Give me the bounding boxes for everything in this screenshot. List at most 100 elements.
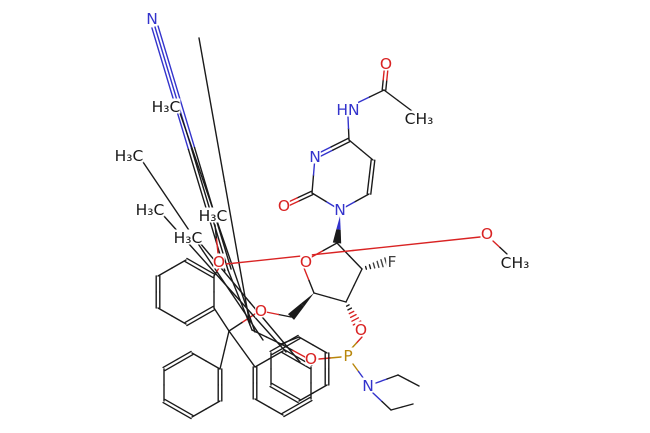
bond-line: [353, 193, 370, 203]
bond-line: [178, 406, 194, 417]
bond-line: [184, 260, 200, 271]
bond-line: [382, 69, 385, 81]
bond-line: [157, 267, 173, 277]
bond-line: [345, 284, 355, 303]
bond-line: [215, 238, 219, 254]
atom-label: O: [305, 350, 317, 368]
atom-label: CH₃: [405, 110, 434, 128]
atom-label-bg: [305, 350, 317, 366]
wedge-bond: [300, 293, 314, 307]
atom-label: N: [334, 201, 346, 219]
atom-label: P: [343, 347, 352, 365]
atom-label: N: [309, 148, 321, 166]
bond-line: [162, 358, 178, 369]
atom-label-bg: [334, 201, 346, 217]
bond-line: [383, 89, 399, 102]
bond-line: [179, 112, 219, 224]
bond-line: [348, 139, 362, 151]
atom-label: O: [481, 225, 493, 243]
bond-line: [292, 349, 306, 358]
bond-line: [227, 269, 241, 301]
bond-line: [311, 174, 315, 194]
bond-line: [298, 193, 314, 202]
bond-line: [336, 242, 351, 257]
atom-label: O: [380, 55, 392, 73]
atom-label: O: [355, 321, 367, 339]
bond-line: [198, 305, 214, 316]
hash-bond: [348, 310, 355, 315]
bond-line: [186, 316, 202, 327]
bond-line: [298, 392, 314, 402]
atom-label: CH₃: [501, 254, 530, 272]
atom-label-bg: [135, 201, 165, 217]
bond-line: [372, 159, 376, 178]
wedge-bond: [336, 216, 341, 230]
bond-line: [200, 265, 216, 276]
bond-line: [366, 176, 370, 195]
atom-label-bg: [481, 225, 493, 241]
atom-label-bg: [380, 55, 392, 71]
hash-bond: [345, 304, 350, 307]
bond-line: [281, 404, 297, 415]
bond-line: [407, 379, 420, 387]
bond-line: [283, 348, 299, 359]
bond-line: [271, 345, 287, 356]
bond-line: [268, 406, 284, 416]
bond-line: [295, 359, 311, 370]
bond-line: [200, 308, 216, 319]
bond-line: [390, 406, 403, 411]
bond-line: [214, 224, 218, 240]
bond-line: [313, 292, 331, 299]
hash-bond: [380, 258, 384, 268]
bond-line: [285, 337, 301, 348]
bond-line: [171, 259, 187, 269]
bond-line: [162, 401, 178, 412]
bond-line: [281, 351, 297, 362]
bond-line: [277, 313, 292, 318]
bond-line: [312, 384, 328, 394]
atom-label: F: [388, 253, 397, 271]
bond-line: [397, 99, 413, 112]
bond-line: [178, 353, 194, 364]
bond-line: [329, 296, 347, 303]
atom-label: H₃C: [152, 98, 181, 116]
bond-line: [265, 311, 280, 316]
bond-line: [285, 390, 301, 401]
atom-label-bg: [337, 101, 359, 117]
atom-label-bg: [300, 253, 312, 269]
bond-line: [401, 403, 414, 408]
bond-line: [312, 344, 328, 354]
bond-line: [283, 393, 299, 404]
atom-label: H₃C: [136, 201, 165, 219]
bond-line: [385, 79, 388, 91]
hash-bond: [349, 313, 357, 319]
bond-line: [321, 242, 338, 252]
bond-line: [297, 399, 313, 410]
hash-bond: [351, 317, 360, 322]
bond-line: [386, 69, 389, 81]
bond-line: [352, 363, 360, 373]
atom-label: HN: [336, 101, 359, 119]
atom-label: N: [146, 10, 158, 28]
atom-label: O: [255, 302, 267, 320]
bond-line: [162, 214, 226, 285]
bond-line: [298, 336, 314, 346]
bond-line: [492, 240, 501, 249]
atom-label: O: [278, 197, 290, 215]
bond-line: [151, 27, 190, 151]
atom-label: H₃C: [174, 229, 203, 247]
bond-line: [157, 307, 173, 317]
atom-label-bg: [278, 197, 290, 213]
bond-line: [164, 361, 180, 372]
bond-line: [375, 378, 388, 384]
bond-line: [198, 37, 226, 183]
bond-line: [381, 79, 384, 91]
atom-label-bg: [362, 377, 374, 393]
bond-line: [347, 116, 350, 130]
atom-label-bg: [114, 147, 144, 163]
bond-line: [332, 140, 351, 151]
bond-line: [308, 279, 315, 294]
atom-label: H₃C: [199, 207, 228, 225]
bond-line: [216, 221, 256, 333]
